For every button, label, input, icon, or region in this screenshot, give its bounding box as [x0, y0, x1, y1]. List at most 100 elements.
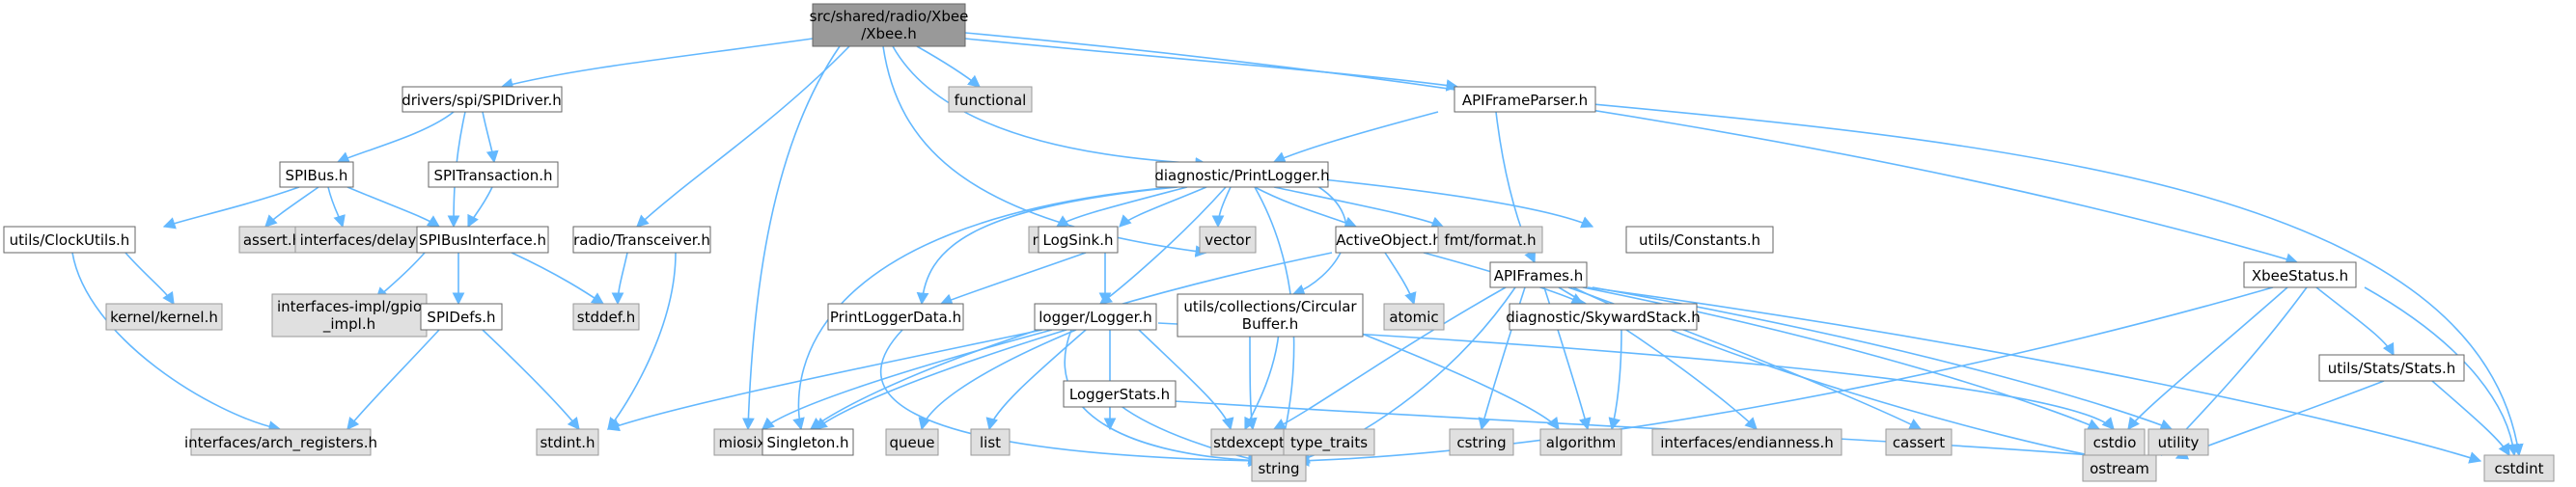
- node-logger-h[interactable]: logger/Logger.h: [1034, 303, 1157, 331]
- node-arch-registers-h-label: interfaces/arch_registers.h: [184, 434, 377, 452]
- edge-circbuf-typetraits: [1244, 332, 1280, 431]
- node-logger-h-label: logger/Logger.h: [1039, 309, 1151, 326]
- edge-root-transceiver: [636, 45, 850, 228]
- edge-apiframeparser-apiframes: [1495, 111, 1537, 264]
- node-utility-label: utility: [2158, 434, 2200, 451]
- node-singleton-h-label: Singleton.h: [767, 434, 849, 451]
- node-loggerstats-h[interactable]: LoggerStats.h: [1063, 380, 1177, 408]
- edge-printlogger-fmtformat: [1273, 186, 1445, 229]
- edge-printlogger-memory: [1055, 186, 1188, 228]
- node-cstring[interactable]: cstring: [1449, 428, 1514, 456]
- node-printlogger-h[interactable]: diagnostic/PrintLogger.h: [1154, 161, 1330, 188]
- node-cstdint[interactable]: cstdint: [2483, 454, 2555, 482]
- node-spibus-h-label: SPIBus.h: [286, 167, 348, 184]
- edge-activeobject-singleton: [809, 252, 1333, 430]
- edge-apiframes-utility: [1592, 286, 2174, 431]
- edge-apiframes-typetraits: [1272, 286, 1507, 430]
- node-loggerstats-h-label: LoggerStats.h: [1069, 386, 1170, 403]
- node-stdexcept[interactable]: stdexcept: [1210, 428, 1288, 456]
- node-transceiver-h[interactable]: radio/Transceiver.h: [572, 226, 711, 254]
- edge-xbeestatus-cstdint: [2364, 286, 2520, 457]
- node-vector[interactable]: vector: [1199, 226, 1257, 254]
- node-circularbuffer-h[interactable]: utils/collections/Circular Buffer.h: [1177, 293, 1364, 338]
- node-stddef-h[interactable]: stddef.h: [572, 303, 640, 331]
- edge-transceiver-stddef: [611, 252, 628, 306]
- edge-printlogger-logsink: [1119, 186, 1207, 228]
- edge-apiframeparser-printlogger: [1272, 111, 1439, 164]
- edge-apiframeparser-cstdint: [1592, 103, 2524, 457]
- node-spidefs-h-label: SPIDefs.h: [427, 309, 495, 326]
- node-string-label: string: [1258, 460, 1299, 477]
- node-cstdio[interactable]: cstdio: [2084, 428, 2146, 456]
- node-spibus-h[interactable]: SPIBus.h: [279, 161, 354, 188]
- node-apiframes-h[interactable]: APIFrames.h: [1489, 261, 1588, 288]
- node-kernel-h[interactable]: kernel/kernel.h: [105, 303, 223, 331]
- node-stats-h-label: utils/Stats/Stats.h: [2328, 360, 2456, 377]
- edge-root-printlogger: [892, 45, 1208, 170]
- node-singleton-h[interactable]: Singleton.h: [762, 428, 854, 456]
- node-apiframeparser-h[interactable]: APIFrameParser.h: [1454, 86, 1596, 113]
- node-delays-h-label: interfaces/delays.h: [300, 231, 438, 249]
- edge-printlogger-printloggerdata: [916, 186, 1178, 306]
- node-cstring-label: cstring: [1456, 434, 1506, 451]
- node-assert-h[interactable]: assert.h: [238, 226, 306, 254]
- edge-loggerh-queue: [918, 329, 1077, 431]
- node-logsink-h[interactable]: LogSink.h: [1038, 226, 1119, 254]
- node-printloggerdata-h[interactable]: PrintLoggerData.h: [827, 303, 964, 331]
- node-functional[interactable]: functional: [948, 86, 1033, 113]
- edge-spibus-delays: [327, 186, 346, 229]
- edge-spibus-spibusinterface: [346, 186, 441, 228]
- node-activeobject-h[interactable]: ActiveObject.h: [1335, 226, 1443, 254]
- edge-spidriver-spitransaction: [482, 111, 499, 164]
- node-spitransaction-h[interactable]: SPITransaction.h: [428, 161, 559, 188]
- edge-root-apiframeparser: [964, 38, 1459, 92]
- edge-root-circbuf: [882, 45, 1208, 257]
- node-endianness-h[interactable]: interfaces/endianness.h: [1651, 428, 1842, 456]
- node-spidriver-h[interactable]: drivers/spi/SPIDriver.h: [402, 86, 563, 113]
- node-fmt-format-h[interactable]: fmt/format.h: [1437, 226, 1543, 254]
- node-constants-h-label: utils/Constants.h: [1639, 231, 1760, 249]
- node-spidefs-h[interactable]: SPIDefs.h: [420, 303, 503, 331]
- node-list-label: list: [980, 434, 1001, 451]
- node-atomic[interactable]: atomic: [1383, 303, 1445, 331]
- node-type-traits[interactable]: type_traits: [1283, 428, 1375, 456]
- node-list[interactable]: list: [970, 428, 1011, 456]
- node-stddef-h-label: stddef.h: [577, 309, 635, 326]
- node-atomic-label: atomic: [1389, 309, 1438, 326]
- node-assert-h-label: assert.h: [243, 231, 301, 249]
- node-stdint-h[interactable]: stdint.h: [536, 428, 599, 456]
- node-xbeestatus-h[interactable]: XbeeStatus.h: [2243, 261, 2357, 288]
- node-transceiver-h-label: radio/Transceiver.h: [573, 231, 710, 249]
- node-utility[interactable]: utility: [2147, 428, 2209, 456]
- node-cassert[interactable]: cassert: [1885, 428, 1953, 456]
- edge-loggerh-list: [985, 329, 1087, 431]
- node-xbee-h[interactable]: src/shared/radio/Xbee /Xbee.h: [810, 3, 969, 47]
- node-spibusinterface-h[interactable]: SPIBusInterface.h: [416, 226, 549, 254]
- edge-root-functional: [916, 45, 981, 88]
- node-arch-registers-h[interactable]: interfaces/arch_registers.h: [184, 428, 377, 456]
- edge-root-xbeestatus: [964, 32, 2299, 265]
- edge-statsh-cstdint: [2431, 380, 2510, 457]
- edge-activeobject-atomic: [1384, 252, 1417, 306]
- edge-xbeestatus-cstdio: [2127, 286, 2288, 431]
- node-cstdio-label: cstdio: [2093, 434, 2137, 451]
- node-ostream[interactable]: ostream: [2082, 454, 2157, 482]
- edge-spibus-assert: [264, 186, 319, 228]
- node-vector-label: vector: [1205, 231, 1251, 249]
- node-algorithm-label: algorithm: [1546, 434, 1616, 451]
- node-algorithm[interactable]: algorithm: [1539, 428, 1622, 456]
- edge-apiframes-cstdint: [1587, 286, 2482, 464]
- node-fmt-format-h-label: fmt/format.h: [1444, 231, 1536, 249]
- edge-loggerh-typetraits: [1138, 329, 1234, 431]
- node-clockutils-h[interactable]: utils/ClockUtils.h: [3, 226, 136, 254]
- node-stats-h[interactable]: utils/Stats/Stats.h: [2318, 354, 2465, 382]
- node-logsink-h-label: LogSink.h: [1043, 231, 1114, 249]
- node-string[interactable]: string: [1251, 454, 1307, 482]
- node-spibusinterface-h-label: SPIBusInterface.h: [419, 231, 546, 249]
- node-constants-h[interactable]: utils/Constants.h: [1625, 226, 1774, 254]
- edge-spibusinterface-stddef: [511, 252, 605, 305]
- node-gpio-impl-h[interactable]: interfaces-impl/gpio _impl.h: [271, 293, 428, 338]
- edge-logsink-printloggerdata: [939, 252, 1087, 306]
- node-skywardstack-h[interactable]: diagnostic/SkywardStack.h: [1506, 303, 1701, 331]
- node-queue[interactable]: queue: [885, 428, 939, 456]
